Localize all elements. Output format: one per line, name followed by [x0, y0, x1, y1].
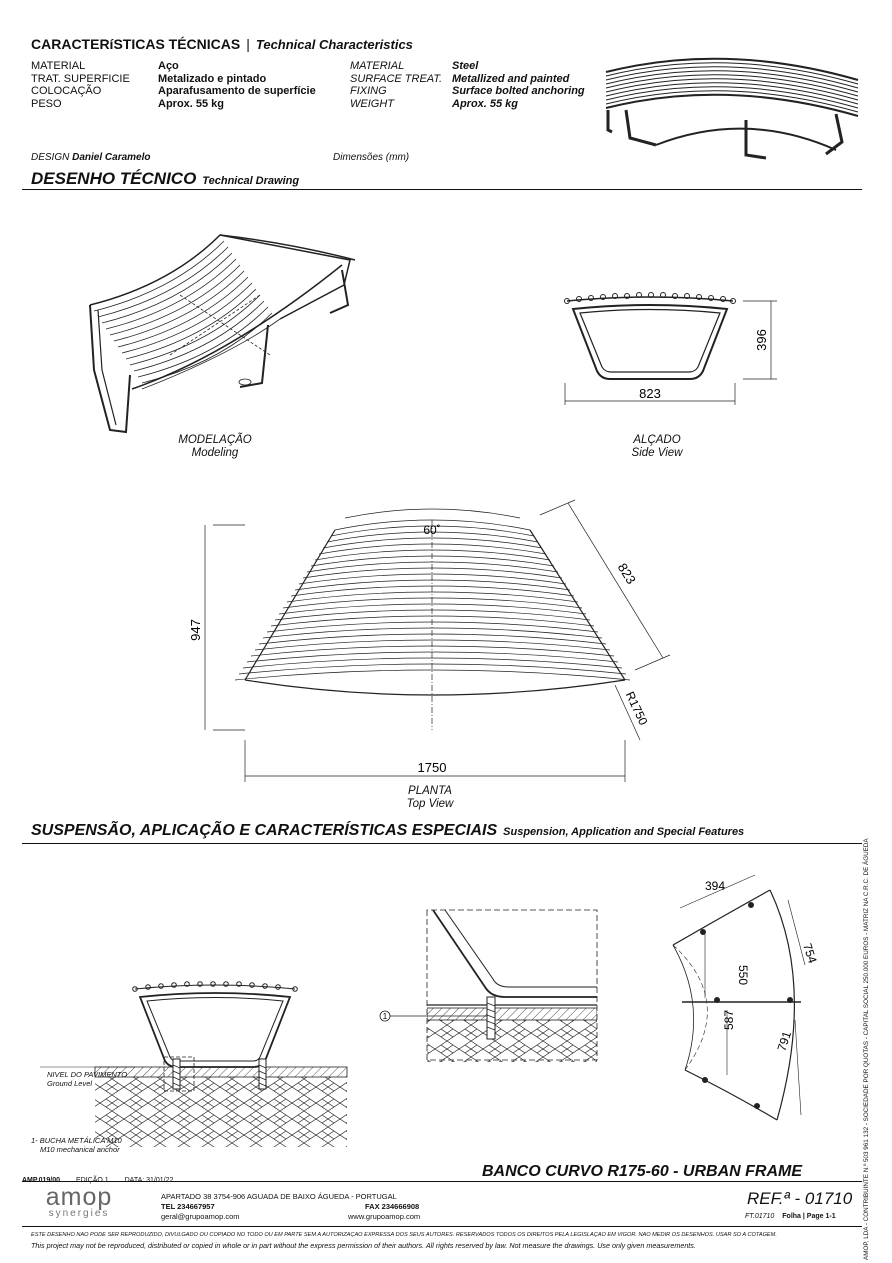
suspension-title: SUSPENSÃO, APLICAÇÃO E CARACTERÍSTICAS E… [31, 822, 744, 840]
top-dim-height: 947 [188, 619, 203, 641]
suspension-title-en: Suspension, Application and Special Feat… [503, 826, 745, 838]
reference-number: REF.ª - 01710 [747, 1189, 853, 1208]
doc-date: DATA: 31/01/22 [124, 1177, 174, 1184]
spec-label: MATERIAL [31, 60, 86, 72]
side-dim-height: 396 [754, 329, 769, 351]
company-web: www.grupoamop.com [348, 1212, 421, 1221]
side-dim-width: 823 [639, 386, 661, 401]
plan-dim-550: 550 [736, 965, 750, 985]
plan-dim-754: 754 [800, 942, 820, 966]
anchoring-plan-drawing: 394 754 550 587 791 [672, 874, 820, 1121]
company-tel: TEL 234667957 [161, 1202, 215, 1211]
top-dim-depth: 823 [615, 560, 639, 586]
logo-main: amop [45, 1183, 113, 1211]
ground-label-pt: NIVEL DO PAVIMENTO [47, 1070, 128, 1079]
specs-pt-values: Aço Metalizado e pintado Aparafusamento … [158, 60, 316, 110]
spec-value: Aço [158, 60, 179, 72]
design-credit: DESIGN Daniel Caramelo [31, 152, 151, 163]
plan-dim-791: 791 [775, 1029, 795, 1053]
spec-value: Metalizado e pintado [158, 72, 267, 85]
side-legal-text: AMOP, LDA - CONTRIBUINTE N.º 503 961 132… [863, 838, 870, 1260]
modeling-caption-pt: MODELAÇÃO [178, 434, 252, 446]
sheet-label: Folha | Page 1-1 [782, 1213, 836, 1220]
anchor-callout-number: 1 [383, 1012, 388, 1021]
spec-value: Aprox. 55 kg [158, 97, 225, 110]
disclaimer-en: This project may not be reproduced, dist… [31, 1241, 696, 1250]
footer-top-rule [22, 1181, 862, 1182]
seat-slat-row [564, 292, 736, 304]
spec-label: PESO [31, 97, 62, 110]
spec-value: Aparafusamento de superfície [158, 85, 316, 97]
company-contacts: APARTADO 38 3754-906 AGUADA DE BAIXO ÁGU… [161, 1192, 397, 1222]
sheet-info: FT.01710 Folha | Page 1-1 [745, 1213, 836, 1220]
logo-sub: synergies [48, 1208, 110, 1219]
header-separator: | [246, 36, 250, 52]
side-caption-en: Side View [631, 447, 683, 459]
anchor-label-pt: 1- BUCHA METÁLICA M10 [31, 1136, 122, 1145]
design-label: DESIGN [31, 152, 70, 163]
modeling-view-drawing [89, 234, 356, 434]
spec-label: SURFACE TREAT. [350, 72, 443, 85]
spec-value: Steel [452, 60, 479, 72]
top-dim-width: 1750 [418, 760, 447, 775]
dimensions-note: Dimensões (mm) [333, 152, 410, 163]
company-fax: FAX 234666908 [365, 1202, 420, 1211]
section-divider [22, 189, 862, 190]
footer-doc-meta: AMP.019/00 EDIÇÃO 1 DATA: 31/01/22 [22, 1177, 173, 1184]
header-title-pt: CARACTERíSTICAS TÉCNICAS [31, 36, 241, 52]
specs-pt-labels: MATERIAL TRAT. SUPERFICIE COLOCAÇÃO PESO [31, 60, 130, 110]
technical-drawing-title-en: Technical Drawing [202, 175, 300, 187]
spec-label: WEIGHT [350, 97, 394, 110]
anchor-label-en: M10 mechanical anchor [40, 1145, 120, 1154]
modeling-caption: MODELAÇÃO Modeling [155, 434, 275, 460]
ground-label-en: Ground Level [47, 1079, 93, 1088]
side-view-caption: ALÇADO Side View [597, 434, 717, 460]
technical-drawing-title-pt: DESENHO TÉCNICO [31, 169, 197, 188]
spec-label: TRAT. SUPERFICIE [31, 72, 130, 85]
design-name: Daniel Caramelo [72, 152, 151, 163]
top-view-caption: PLANTA Top View [370, 785, 490, 811]
technical-drawing-title: DESENHO TÉCNICO Technical Drawing [31, 169, 299, 189]
spec-value: Aprox. 55 kg [452, 97, 519, 110]
footer-bottom-rule [22, 1226, 862, 1227]
top-dim-angle: 60˚ [423, 523, 440, 537]
spec-value: Metallized and painted [452, 72, 570, 85]
ground-level-label: NIVEL DO PAVIMENTO Ground Level [47, 1070, 127, 1088]
spec-label: MATERIAL [350, 60, 405, 72]
installation-section-drawing [40, 981, 348, 1147]
plan-dim-394: 394 [705, 879, 725, 893]
spec-label: FIXING [350, 85, 387, 97]
plan-dim-587: 587 [722, 1010, 736, 1030]
specs-en-values: Steel Metallized and painted Surface bol… [452, 60, 585, 110]
header-title: CARACTERíSTICAS TÉCNICAS | Technical Chara… [31, 36, 413, 52]
seat-slat-row [132, 981, 298, 992]
disclaimer-pt: ESTE DESENHO NÃO PODE SER REPRODUZIDO, D… [31, 1232, 777, 1238]
spec-label: COLOCAÇÃO [31, 85, 102, 97]
amop-logo: amop synergies [31, 1183, 127, 1220]
anchor-label: 1- BUCHA METÁLICA M10 M10 mechanical anc… [31, 1136, 122, 1154]
doc-edition: EDIÇÃO 1 [75, 1177, 109, 1184]
side-caption-pt: ALÇADO [633, 434, 681, 446]
side-view-drawing: 396 823 [564, 292, 777, 405]
doc-code: AMP.019/00 [22, 1177, 61, 1184]
section-divider [22, 843, 862, 844]
top-caption-pt: PLANTA [408, 785, 452, 797]
company-contacts-right: FAX 234666908 www.grupoamop.com [348, 1202, 420, 1222]
company-email: geral@grupoamop.com [161, 1212, 240, 1221]
anchor-detail-drawing: 1 [379, 909, 598, 1062]
product-title: BANCO CURVO R175-60 - URBAN FRAME [482, 1163, 803, 1180]
spec-value: Surface bolted anchoring [452, 85, 585, 97]
company-address: APARTADO 38 3754-906 AGUADA DE BAIXO ÁGU… [161, 1192, 397, 1201]
top-view-drawing: 60˚ 947 823 R1750 1750 [188, 499, 671, 782]
top-dim-radius: R1750 [623, 689, 651, 727]
modeling-caption-en: Modeling [191, 447, 239, 459]
sheet-code: FT.01710 [745, 1213, 775, 1220]
header-bench-illustration [605, 57, 859, 160]
specs-en-labels: MATERIAL SURFACE TREAT. FIXING WEIGHT [350, 60, 442, 110]
header-title-en: Technical Characteristics [255, 37, 413, 52]
top-caption-en: Top View [406, 798, 454, 810]
suspension-title-pt: SUSPENSÃO, APLICAÇÃO E CARACTERÍSTICAS E… [31, 822, 498, 839]
